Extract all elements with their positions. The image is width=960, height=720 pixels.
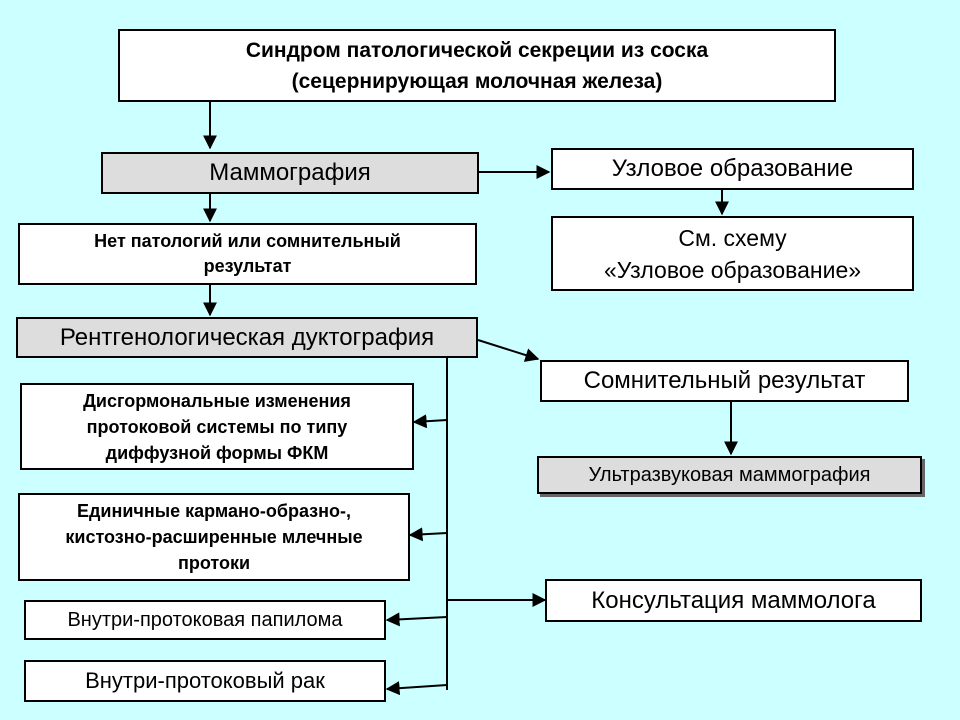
- doubtful-result-box: Сомнительный результат: [540, 360, 909, 402]
- single-ducts-line1: Единичные кармано-образно-,: [76, 501, 351, 521]
- consultation-label: Консультация маммолога: [591, 586, 876, 614]
- papilloma-box: Внутри-протоковая папилома: [24, 600, 386, 640]
- single-ducts-line3: протоки: [177, 553, 251, 573]
- arrow-trunk-to-single-ducts: [408, 527, 448, 542]
- nodular-formation-label: Узловое образование: [611, 155, 854, 182]
- dyshormonal-line1: Дисгормональные изменения: [83, 390, 351, 411]
- syndrome-box: Синдром патологической секреции из соска…: [118, 29, 836, 102]
- see-scheme-box: См. схему «Узловое образование»: [551, 216, 914, 291]
- consultation-box: Консультация маммолога: [545, 579, 922, 622]
- cancer-box: Внутри-протоковый рак: [24, 660, 386, 702]
- see-scheme-line1: См. схему: [678, 224, 787, 251]
- arrow-trunk-to-cancer: [385, 681, 448, 696]
- dyshormonal-line2: протоковой системы по типу: [86, 416, 348, 437]
- ductography-label: Рентгенологическая дуктография: [59, 323, 435, 351]
- ultrasound-label: Ультразвуковая маммография: [588, 463, 871, 486]
- syndrome-title-line1: Синдром патологической секреции из соска: [245, 38, 709, 62]
- arrow-trunk-to-papilloma: [385, 612, 448, 627]
- ultrasound-box: Ультразвуковая маммография: [537, 456, 922, 494]
- cancer-label: Внутри-протоковый рак: [85, 668, 325, 693]
- doubtful-result-label: Сомнительный результат: [583, 367, 866, 394]
- arrow-ductography-to-doubtful: [477, 339, 540, 362]
- mammography-label: Маммография: [209, 159, 371, 186]
- no-pathology-box: Нет патологий или сомнительный результат: [18, 223, 477, 285]
- papilloma-label: Внутри-протоковая папилома: [67, 608, 343, 631]
- mammography-box: Маммография: [101, 152, 479, 194]
- no-pathology-line2: результат: [203, 256, 292, 276]
- no-pathology-line1: Нет патологий или сомнительный: [94, 231, 401, 251]
- see-scheme-line2: «Узловое образование»: [603, 256, 862, 283]
- arrow-trunk-to-dyshormonal: [412, 414, 448, 429]
- dyshormonal-line3: диффузной формы ФКМ: [105, 442, 329, 463]
- dyshormonal-changes-box: Дисгормональные изменения протоковой сис…: [20, 383, 414, 470]
- single-ducts-box: Единичные кармано-образно-, кистозно-рас…: [18, 493, 410, 581]
- single-ducts-line2: кистозно-расширенные млечные: [65, 527, 363, 547]
- syndrome-title-line2: (сецернирующая молочная железа): [291, 69, 663, 93]
- ductography-box: Рентгенологическая дуктография: [16, 317, 478, 358]
- nodular-formation-box: Узловое образование: [551, 148, 914, 190]
